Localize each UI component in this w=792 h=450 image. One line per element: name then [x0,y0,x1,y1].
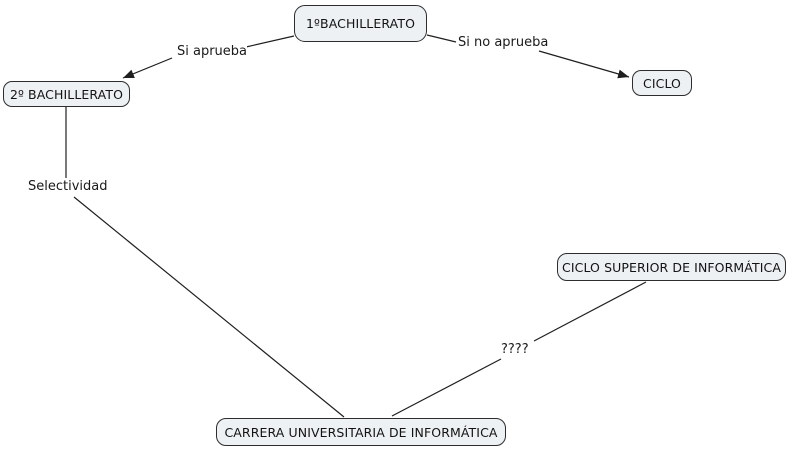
node-carrera-universitaria-informatica[interactable]: CARRERA UNIVERSITARIA DE INFORMÁTICA [216,418,506,446]
connector-ciclo-superior-to-label-unknown [533,281,647,342]
node-ciclo[interactable]: CICLO [632,70,692,96]
node-2-bachillerato-label: 2º BACHILLERATO [9,86,124,102]
node-1-bachillerato[interactable]: 1ºBACHILLERATO [294,5,427,42]
connector-unknown-to-carrera [391,358,502,417]
edge-label-unknown[interactable]: ???? [501,342,529,357]
node-carrera-universitaria-informatica-label: CARRERA UNIVERSITARIA DE INFORMÁTICA [224,424,498,440]
connector-bach1-to-label-si-aprueba [245,35,295,48]
edge-label-si-aprueba[interactable]: Si aprueba [177,44,248,59]
node-1-bachillerato-label: 1ºBACHILLERATO [305,16,416,31]
node-ciclo-superior-informatica-label: CICLO SUPERIOR DE INFORMÁTICA [562,259,781,275]
connector-si-no-aprueba-to-ciclo-arrow [538,50,630,79]
connector-selectividad-to-carrera [73,196,345,418]
node-ciclo-superior-informatica[interactable]: CICLO SUPERIOR DE INFORMÁTICA [557,253,786,281]
edge-label-selectividad[interactable]: Selectividad [28,179,108,194]
connector-si-aprueba-to-bach2-arrow [122,57,173,79]
connector-bach1-to-label-si-no-aprueba [426,34,457,43]
edge-label-si-no-aprueba[interactable]: Si no aprueba [458,35,549,50]
node-2-bachillerato[interactable]: 2º BACHILLERATO [3,81,130,107]
node-ciclo-label: CICLO [643,75,681,91]
